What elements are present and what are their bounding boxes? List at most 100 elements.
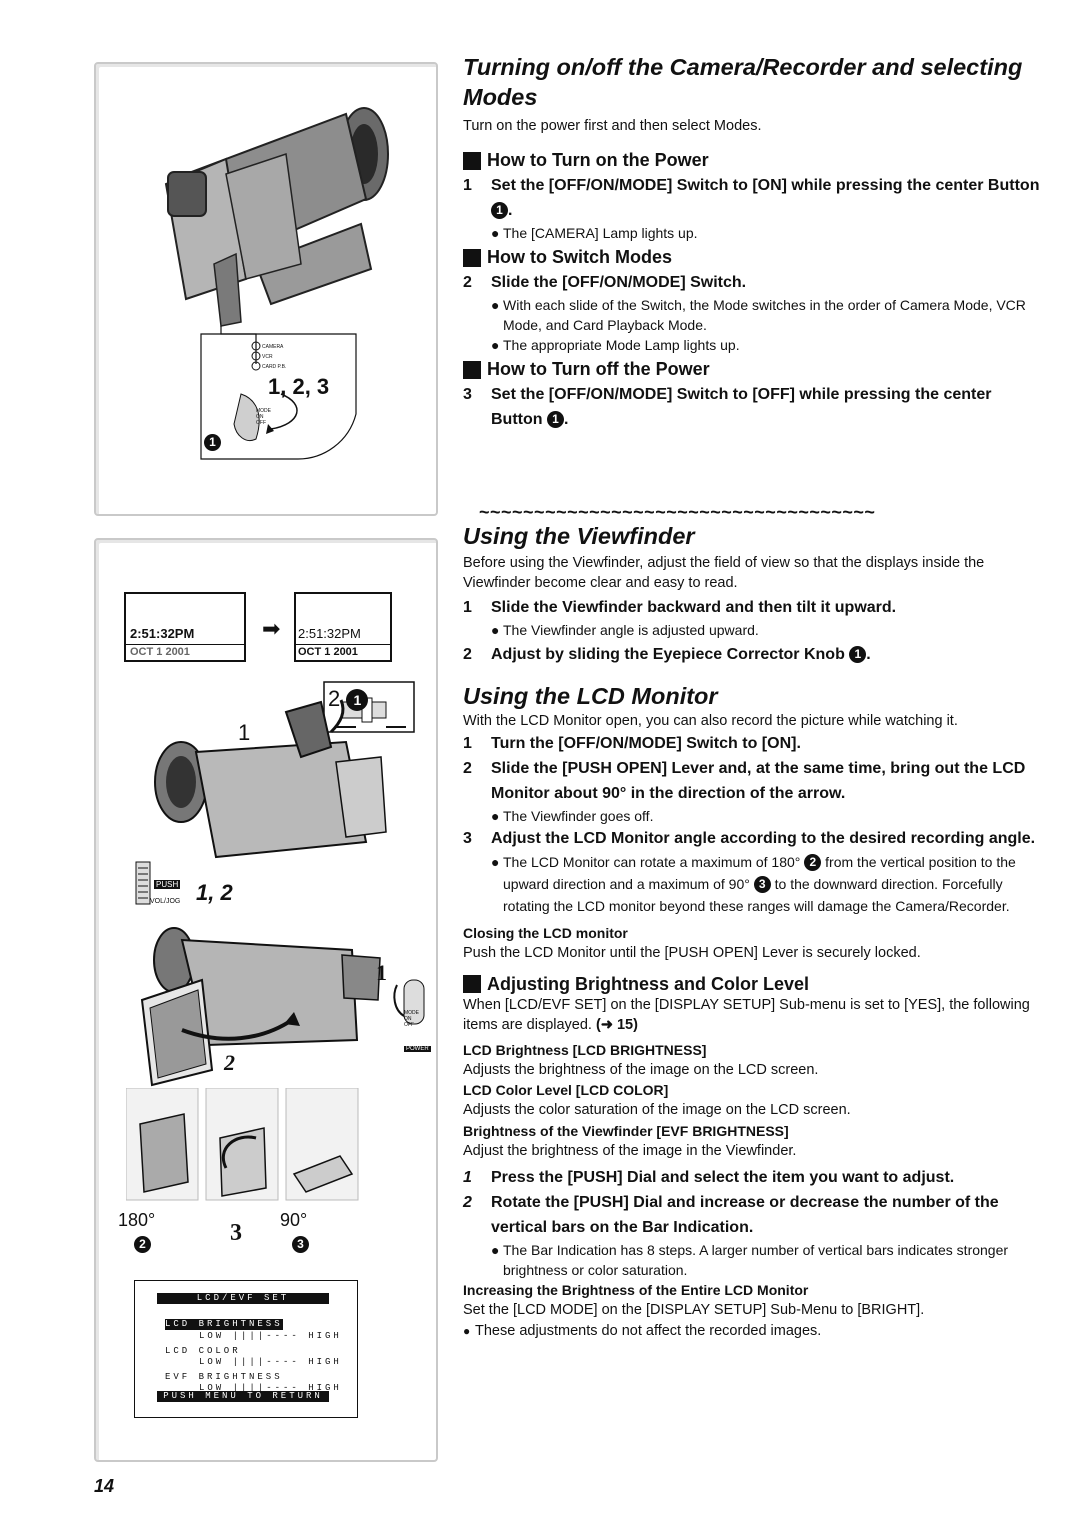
item-lcd-color-heading: LCD Color Level [LCD COLOR] <box>463 1082 669 1098</box>
lcd-switch-on-label: ON <box>404 1016 412 1022</box>
switch-mode-label: MODE <box>256 408 271 414</box>
note-bar-indication: ●The Bar Indication has 8 steps. A large… <box>491 1242 1009 1278</box>
angle-90-label: 90° <box>280 1210 308 1230</box>
section-title-power: Turning on/off the Camera/Recorder and s… <box>463 54 1023 110</box>
lcd-switch-labels: MODE ON OFF <box>404 1010 419 1028</box>
section-intro-lcd: With the LCD Monitor open, you can also … <box>463 713 958 729</box>
lcd-readout-before: 2:51:32PM OCT 1 2001 <box>124 592 246 662</box>
callout-2-viewfinder: 2 1 <box>328 686 369 712</box>
menu-header: LCD/EVF SET <box>157 1293 329 1304</box>
square-bullet-icon <box>463 151 481 170</box>
right-column: Turning on/off the Camera/Recorder and s… <box>463 52 1043 1341</box>
callout-12: 1, 2 <box>196 880 233 905</box>
callout-1-lcd: 1 <box>376 960 387 985</box>
step-slide-viewfinder: 1 Slide the Viewfinder backward and then… <box>463 599 897 616</box>
item-lcd-color-text: Adjusts the color saturation of the imag… <box>463 1102 851 1118</box>
viewfinder-camcorder-illustration <box>154 681 415 859</box>
section-title-lcd: Using the LCD Monitor <box>463 683 718 709</box>
lcd-switch-off-label: OFF <box>404 1022 414 1028</box>
mode-lamp-labels: CAMERA VCR CARD P.B. <box>262 342 286 372</box>
subheading-turn-off: How to Turn off the Power <box>463 359 1043 380</box>
square-bullet-icon <box>463 248 481 267</box>
menu-bar-lcd-color: LOW ||||---- HIGH <box>199 1357 342 1367</box>
push-label: PUSH <box>154 880 181 889</box>
step-eyepiece: 2 Adjust by sliding the Eyepiece Correct… <box>463 646 871 663</box>
adjusting-intro: When [LCD/EVF SET] on the [DISPLAY SETUP… <box>463 996 1030 1034</box>
switch-off-label: OFF <box>256 420 266 426</box>
lcd-time-after: 2:51:32PM <box>298 626 361 641</box>
camcorder-illustration <box>164 107 389 460</box>
section-intro-power: Turn on the power first and then select … <box>463 118 762 134</box>
note-rotation-range: ● The LCD Monitor can rotate a maximum o… <box>491 854 1016 914</box>
menu-footer: PUSH MENU TO RETURN <box>157 1391 329 1402</box>
voljog-label: VOL/JOG <box>150 898 181 905</box>
marker-1-icon: 1 <box>491 202 508 219</box>
marker-3: 3 <box>292 1236 309 1254</box>
note-viewfinder-off: ●The Viewfinder goes off. <box>491 808 654 824</box>
switch-labels: MODE ON OFF <box>256 408 271 426</box>
step-turn-off: 3 Set the [OFF/ON/MODE] Switch to [OFF] … <box>463 386 992 428</box>
lcd-open-camcorder-illustration <box>140 927 425 1087</box>
lcd-date-before: OCT 1 2001 <box>130 646 190 658</box>
step-lcd-3: 3 Adjust the LCD Monitor angle according… <box>463 830 1036 847</box>
button-marker-1: 1 <box>204 434 221 452</box>
power-label: POWER <box>404 1046 431 1052</box>
marker-2-icon: 2 <box>804 854 822 871</box>
lcd-rotation-illustration <box>126 1088 359 1201</box>
marker-1-icon: 1 <box>849 646 867 663</box>
note-mode-lamp: ●The appropriate Mode Lamp lights up. <box>491 337 740 353</box>
marker-1-icon: 1 <box>546 411 564 428</box>
note-camera-lamp: ●The [CAMERA] Lamp lights up. <box>491 225 698 241</box>
menu-row-lcd-brightness: LCD BRIGHTNESS <box>165 1319 283 1330</box>
lcd-readout-after: 2:51:32PM OCT 1 2001 <box>294 592 392 662</box>
step-press-push: 1 Press the [PUSH] Dial and select the i… <box>463 1169 955 1186</box>
item-lcd-brightness-text: Adjusts the brightness of the image on t… <box>463 1061 819 1078</box>
menu-bar-evf-brightness: LOW ||||---- HIGH <box>199 1383 342 1393</box>
subheading-turn-on: How to Turn on the Power <box>463 150 1043 171</box>
note-mode-order: ●With each slide of the Switch, the Mode… <box>491 297 1026 333</box>
closing-lcd-text: Push the LCD Monitor until the [PUSH OPE… <box>463 945 921 961</box>
lamp-camera-label: CAMERA <box>262 344 284 350</box>
menu-row-lcd-color: LCD COLOR <box>165 1346 241 1356</box>
callout-3: 3 <box>230 1220 242 1246</box>
note-not-recorded: ●These adjustments do not affect the rec… <box>463 1322 822 1339</box>
item-evf-brightness-text: Adjust the brightness of the image in th… <box>463 1142 797 1159</box>
subheading-adjusting: Adjusting Brightness and Color Level <box>463 974 1043 995</box>
step-slide-switch: 2 Slide the [OFF/ON/MODE] Switch. <box>463 274 747 291</box>
step-lcd-2: 2 Slide the [PUSH OPEN] Lever and, at th… <box>463 760 1026 802</box>
angle-180-label: 180° <box>118 1210 156 1230</box>
closing-lcd-heading: Closing the LCD monitor <box>463 925 628 941</box>
figure-panel-power: CAMERA VCR CARD P.B. 1, 2, 3 MODE ON OFF… <box>94 62 438 516</box>
lcd-date-after: OCT 1 2001 <box>298 646 358 658</box>
push-dial-icon <box>135 861 151 905</box>
menu-bar-lcd-brightness: LOW ||||---- HIGH <box>199 1331 342 1341</box>
item-evf-brightness-heading: Brightness of the Viewfinder [EVF BRIGHT… <box>463 1122 789 1139</box>
note-viewfinder-angle: ●The Viewfinder angle is adjusted upward… <box>491 622 759 638</box>
marker-2: 2 <box>134 1236 151 1254</box>
lcd-switch-mode-label: MODE <box>404 1010 419 1016</box>
step-rotate-push: 2 Rotate the [PUSH] Dial and increase or… <box>463 1194 999 1236</box>
menu-row-evf-brightness: EVF BRIGHTNESS <box>165 1372 283 1382</box>
callout-1-viewfinder: 1 <box>238 720 251 745</box>
switch-on-label: ON <box>256 414 264 420</box>
figure-panel-viewfinder-lcd: 2:51:32PM OCT 1 2001 ➡ 2:51:32PM OCT 1 2… <box>94 538 438 1462</box>
increase-brightness-heading: Increasing the Brightness of the Entire … <box>463 1282 809 1298</box>
callout-2-lcd: 2 <box>224 1050 235 1075</box>
subheading-switch-modes: How to Switch Modes <box>463 247 1043 268</box>
lamp-vcr-label: VCR <box>262 354 273 360</box>
lcd-time-before: 2:51:32PM <box>130 626 195 641</box>
lamp-cardpb-label: CARD P.B. <box>262 364 287 370</box>
square-bullet-icon <box>463 360 481 379</box>
section-title-viewfinder: Using the Viewfinder <box>463 523 695 549</box>
step-turn-on: 1 Set the [OFF/ON/MODE] Switch to [ON] w… <box>463 177 1040 219</box>
menu-rows: LCD BRIGHTNESS LOW ||||---- HIGH LCD COL… <box>165 1313 342 1394</box>
marker-3-icon: 3 <box>753 876 771 893</box>
arrow-right-icon: ➡ <box>262 616 281 641</box>
item-lcd-brightness-heading: LCD Brightness [LCD BRIGHTNESS] <box>463 1041 707 1058</box>
increase-brightness-text: Set the [LCD MODE] on the [DISPLAY SETUP… <box>463 1302 925 1318</box>
page-number: 14 <box>94 1476 115 1496</box>
square-bullet-icon <box>463 975 481 993</box>
lcd-evf-menu-display: LCD/EVF SET LCD BRIGHTNESS LOW ||||---- … <box>134 1280 358 1418</box>
section-intro-viewfinder: Before using the Viewfinder, adjust the … <box>463 555 985 591</box>
callout-123: 1, 2, 3 <box>268 374 330 399</box>
